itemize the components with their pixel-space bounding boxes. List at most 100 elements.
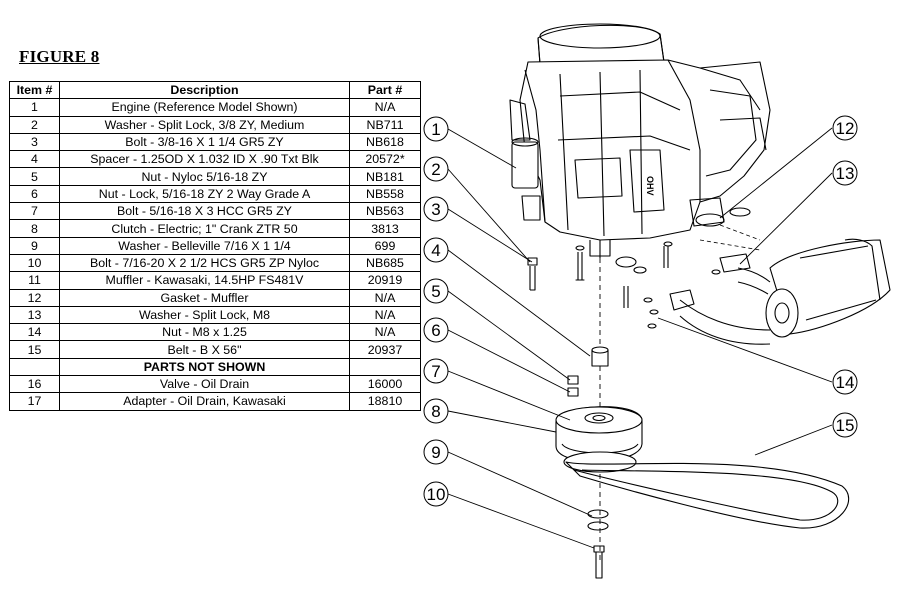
section-label: PARTS NOT SHOWN [59, 357, 350, 377]
description-cell: Nut - Nyloc 5/16-18 ZY [59, 167, 350, 186]
section-empty-cell [9, 357, 60, 377]
callout-number: 4 [431, 241, 440, 260]
callout-12: 12 [832, 115, 858, 141]
description-cell: Muffler - Kawasaki, 14.5HP FS481V [59, 271, 350, 290]
callout-number: 3 [431, 200, 440, 219]
item-cell: 7 [9, 202, 60, 221]
muffler-illustration [669, 238, 891, 345]
part-number-cell: NB618 [349, 132, 421, 152]
callout-circle [423, 278, 449, 304]
description-cell: Nut - Lock, 5/16-18 ZY 2 Way Grade A [59, 184, 350, 204]
callout-7: 7 [423, 358, 449, 384]
description-cell: Belt - B X 56" [59, 340, 350, 359]
item-cell: 9 [9, 236, 60, 255]
callout-3: 3 [423, 196, 449, 222]
callout-circle [832, 160, 858, 186]
callout-13: 13 [832, 160, 858, 186]
part-number-cell: 699 [349, 236, 421, 255]
item-cell: 5 [9, 167, 60, 186]
callout-circle [423, 156, 449, 182]
callout-2: 2 [423, 156, 449, 182]
callout-number: 14 [836, 373, 855, 392]
callout-number: 15 [836, 416, 855, 435]
part-number-cell: NB558 [349, 184, 421, 204]
callout-number: 10 [427, 485, 446, 504]
callout-circle [423, 358, 449, 384]
callout-number: 6 [431, 321, 440, 340]
callout-14: 14 [832, 369, 858, 395]
part-number-cell: N/A [349, 288, 421, 307]
callout-circle [423, 481, 449, 507]
description-cell: Nut - M8 x 1.25 [59, 323, 350, 342]
exploded-diagram: OHV [423, 23, 891, 579]
item-cell: 2 [9, 115, 60, 134]
callout-10: 10 [423, 481, 449, 507]
callout-8: 8 [423, 398, 449, 424]
part-number-cell: N/A [349, 323, 421, 342]
item-cell: 17 [9, 392, 60, 411]
table-header-row: Item # Description Part # [9, 80, 421, 100]
callout-number: 9 [431, 443, 440, 462]
section-row: PARTS NOT SHOWN [9, 357, 421, 377]
item-cell: 4 [9, 150, 60, 169]
item-cell: 1 [9, 98, 60, 117]
header-part: Part # [349, 80, 421, 100]
callout-9: 9 [423, 439, 449, 465]
item-cell: 6 [9, 184, 60, 204]
engine-illustration: OHV [509, 23, 771, 258]
callout-circle [832, 369, 858, 395]
callout-circle [423, 116, 449, 142]
description-cell: Valve - Oil Drain [59, 375, 350, 394]
item-cell: 12 [9, 288, 60, 307]
callout-circle [423, 398, 449, 424]
callout-circle [423, 196, 449, 222]
section-empty-cell [349, 357, 421, 377]
item-cell: 3 [9, 132, 60, 152]
description-cell: Bolt - 7/16-20 X 2 1/2 HCS GR5 ZP Nyloc [59, 253, 350, 273]
item-cell: 15 [9, 340, 60, 359]
part-number-cell: NB181 [349, 167, 421, 186]
description-cell: Spacer - 1.25OD X 1.032 ID X .90 Txt Blk [59, 150, 350, 169]
callout-15: 15 [832, 412, 858, 438]
belt-illustration [565, 461, 849, 529]
item-cell: 10 [9, 253, 60, 273]
callout-circle [832, 115, 858, 141]
item-cell: 11 [9, 271, 60, 290]
description-cell: Adapter - Oil Drain, Kawasaki [59, 392, 350, 411]
description-cell: Washer - Belleville 7/16 X 1 1/4 [59, 236, 350, 255]
callout-number: 2 [431, 160, 440, 179]
callout-number: 5 [431, 282, 440, 301]
figure-title: FIGURE 8 [19, 47, 100, 66]
callout-number: 7 [431, 362, 440, 381]
callout-5: 5 [423, 278, 449, 304]
callout-circle [423, 317, 449, 343]
callout-circle [423, 237, 449, 263]
part-number-cell: N/A [349, 98, 421, 117]
description-cell: Engine (Reference Model Shown) [59, 98, 350, 117]
callout-6: 6 [423, 317, 449, 343]
description-cell: Bolt - 3/8-16 X 1 1/4 GR5 ZY [59, 132, 350, 152]
part-number-cell: 20937 [349, 340, 421, 359]
callout-number: 1 [431, 120, 440, 139]
part-number-cell: NB711 [349, 115, 421, 134]
description-cell: Washer - Split Lock, M8 [59, 305, 350, 325]
part-number-cell: NB563 [349, 202, 421, 221]
callout-number: 8 [431, 402, 440, 421]
item-cell: 8 [9, 219, 60, 238]
